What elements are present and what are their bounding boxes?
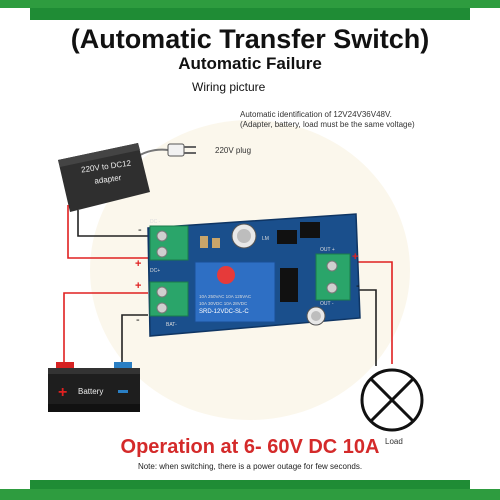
- top-frame-bar: [0, 0, 500, 8]
- top-frame-stripe: [30, 8, 470, 20]
- board-out-plus-label: OUT +: [320, 247, 335, 253]
- plug-icon: [167, 143, 196, 157]
- battery-label: Battery: [78, 387, 104, 396]
- page-title: (Automatic Transfer Switch): [70, 24, 430, 54]
- terminal-screw: [156, 286, 168, 298]
- battery-plus-sign: +: [58, 384, 67, 401]
- wiring-picture-label: Wiring picture: [192, 80, 266, 94]
- capacitor-top: [311, 311, 321, 321]
- inductor: [280, 268, 298, 302]
- capacitor-top: [237, 229, 251, 243]
- relay: [194, 261, 276, 323]
- adapter-positive-wire: [67, 205, 148, 259]
- voltage-note-line1: Automatic identification of 12V24V36V48V…: [240, 110, 392, 119]
- adapter-negative-wire: [77, 210, 148, 237]
- adapter-box: [58, 143, 150, 212]
- bat-terminal-block: [149, 281, 189, 317]
- relay-logo-icon: [217, 266, 235, 284]
- ic-chip: [300, 222, 320, 238]
- battery-positive-wire: [63, 292, 148, 368]
- circuit-board: [147, 213, 361, 337]
- adapter-minus-sign: -: [138, 224, 142, 236]
- load-positive-wire: [345, 261, 393, 364]
- resistor: [212, 238, 220, 248]
- battery-negative-wire: [121, 314, 148, 368]
- plug-label: 220V plug: [215, 146, 252, 155]
- board-dc-plus-label: DC+: [150, 268, 161, 274]
- load-lamp-icon: [360, 368, 424, 432]
- load-minus-sign: -: [356, 280, 360, 292]
- load-plus-sign: +: [352, 251, 359, 263]
- load-label: Load: [385, 437, 403, 446]
- footer-note: Note: when switching, there is a power o…: [137, 462, 363, 471]
- battery-plus-wire-sign: +: [135, 280, 142, 292]
- terminal-screw: [156, 246, 168, 258]
- terminal-screw: [326, 260, 338, 272]
- board-ic-label: LM: [262, 236, 269, 242]
- ic-chip: [277, 230, 297, 244]
- relay-model-label: SRD-12VDC-SL-C: [199, 309, 249, 315]
- page-subtitle: Automatic Failure: [178, 54, 322, 73]
- battery-icon: +: [48, 362, 140, 412]
- bottom-frame-bar: [0, 489, 500, 500]
- voltage-note-line2: (Adapter, battery, load must be the same…: [240, 120, 415, 129]
- terminal-screw: [156, 302, 168, 314]
- relay-spec-line2: 10A 30VDC 10A 28VDC: [199, 301, 248, 306]
- dc-terminal-block: [149, 225, 189, 261]
- battery-minus-sign: [118, 390, 128, 393]
- battery-minus-wire-sign: -: [136, 314, 140, 326]
- board-out-minus-label: OUT -: [320, 301, 334, 307]
- bottom-frame-stripe: [30, 480, 470, 489]
- adapter-plus-sign: +: [135, 258, 142, 270]
- terminal-screw: [326, 282, 338, 294]
- board-bat-label: BAT-: [166, 322, 177, 328]
- terminal-screw: [156, 230, 168, 242]
- operation-rating: Operation at 6- 60V DC 10A: [120, 436, 380, 458]
- board-dc-minus-label: DC -: [150, 219, 161, 225]
- relay-spec-line1: 10A 250VAC 10A 125VAC: [199, 294, 252, 299]
- resistor: [200, 236, 208, 248]
